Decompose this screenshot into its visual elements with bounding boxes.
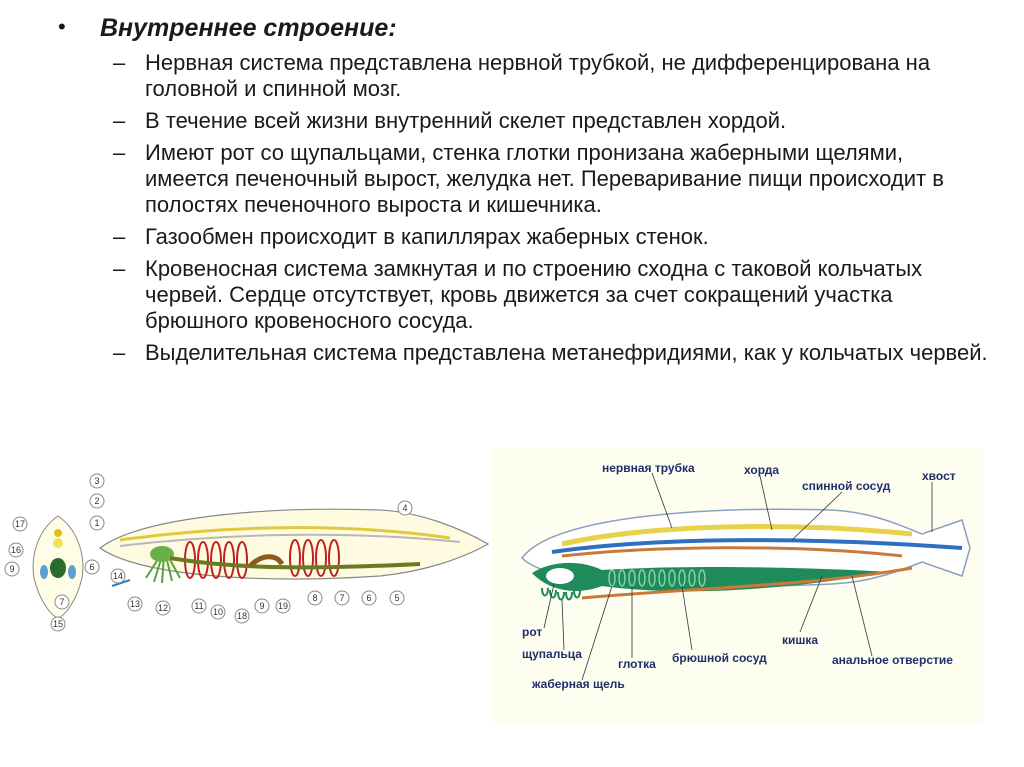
number-label: 19 [276,599,290,613]
number-label-text: 18 [237,611,247,621]
number-label: 18 [235,609,249,623]
text-block: • Внутреннее строение: –Нервная система … [58,10,988,372]
list-item-text: Газообмен происходит в капиллярах жаберн… [145,224,709,249]
label-anus: анальное отверстие [832,653,953,667]
label-intestine: кишка [782,633,818,647]
number-label-text: 13 [130,599,140,609]
number-label: 15 [51,617,65,631]
number-label: 8 [308,591,322,605]
number-label: 5 [390,591,404,605]
bullet-marker: • [58,14,66,40]
number-label-text: 6 [366,593,371,603]
number-label: 1 [90,516,104,530]
dash-marker: – [113,224,125,250]
label-chord: хорда [744,463,779,477]
dash-marker: – [113,340,125,366]
number-label-text: 10 [213,607,223,617]
lancelet-labelled-diagram: нервная трубка хорда спинной сосуд хвост… [492,448,984,724]
number-label-text: 19 [278,601,288,611]
number-label-text: 6 [89,562,94,572]
number-label: 6 [85,560,99,574]
list-item: –Нервная система представлена нервной тр… [58,50,988,102]
number-label: 9 [255,599,269,613]
dash-marker: – [113,108,125,134]
number-label-text: 7 [59,597,64,607]
label-tentacles: щупальца [522,647,582,661]
dash-marker: – [113,50,125,76]
number-label: 9 [5,562,19,576]
number-label-text: 17 [15,519,25,529]
lancelet-numbered-diagram: 3 2 1 4 17 16 9 6 7 15 14 13 12 11 10 18… [0,468,490,638]
number-label-text: 16 [11,545,21,555]
list-item: –В течение всей жизни внутренний скелет … [58,108,988,134]
list-item-text: Выделительная система представлена метан… [145,340,988,365]
number-label-text: 12 [158,603,168,613]
number-label: 13 [128,597,142,611]
label-pharynx: глотка [618,657,656,671]
number-label: 10 [211,605,225,619]
list-item-text: Нервная система представлена нервной тру… [145,50,930,101]
number-label-text: 11 [194,601,203,611]
number-label: 16 [9,543,23,557]
list-item-text: Имеют рот со щупальцами, стенка глотки п… [145,140,944,217]
number-label: 14 [111,569,125,583]
list-item-text: В течение всей жизни внутренний скелет п… [145,108,786,133]
number-label-text: 2 [94,496,99,506]
dash-marker: – [113,256,125,282]
list-item: –Газообмен происходит в капиллярах жабер… [58,224,988,250]
number-label-text: 9 [9,564,14,574]
number-label-text: 9 [259,601,264,611]
list-item: –Выделительная система представлена мета… [58,340,988,366]
label-ventral-vessel: брюшной сосуд [672,651,767,665]
list-item: –Имеют рот со щупальцами, стенка глотки … [58,140,988,218]
number-label-text: 7 [339,593,344,603]
number-label: 7 [55,595,69,609]
number-label: 3 [90,474,104,488]
number-label-text: 8 [312,593,317,603]
dash-marker: – [113,140,125,166]
label-neural-tube: нервная трубка [602,461,695,475]
number-label: 2 [90,494,104,508]
number-label: 6 [362,591,376,605]
number-label: 12 [156,601,170,615]
number-label: 11 [192,599,206,613]
section-heading: Внутреннее строение: [100,14,397,43]
number-label-text: 5 [394,593,399,603]
number-label-text: 14 [113,571,123,581]
number-label-text: 1 [94,518,99,528]
number-label: 7 [335,591,349,605]
number-label: 4 [398,501,412,515]
number-label-text: 3 [94,476,99,486]
mouth-shape [546,568,574,584]
list-item: –Кровеносная система замкнутая и по стро… [58,256,988,334]
number-label-text: 4 [402,503,407,513]
label-mouth: рот [522,625,542,639]
list-item-text: Кровеносная система замкнутая и по строе… [145,256,922,333]
label-tail: хвост [922,469,956,483]
heading-row: • Внутреннее строение: [58,10,988,50]
number-label-text: 15 [53,619,63,629]
number-label: 17 [13,517,27,531]
label-dorsal-vessel: спинной сосуд [802,479,891,493]
label-gill-slit: жаберная щель [531,677,625,691]
